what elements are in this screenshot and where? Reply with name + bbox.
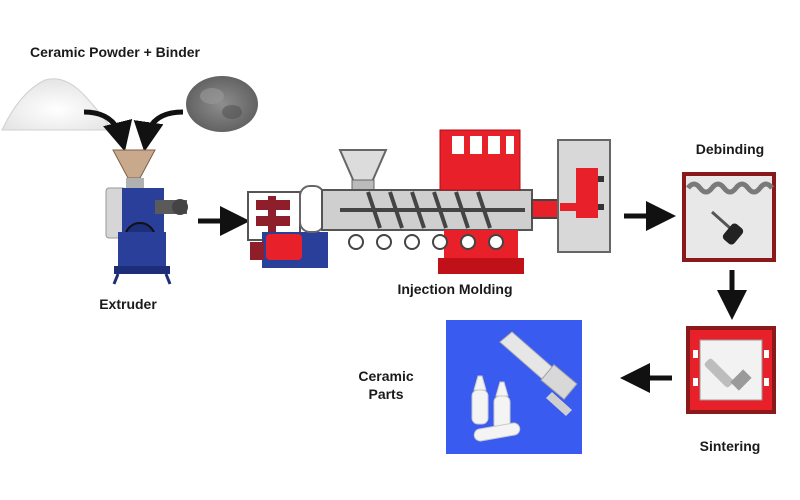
ceramic-parts-label-line1: Ceramic	[358, 368, 414, 384]
ceramic-parts-label-line2: Parts	[368, 386, 404, 402]
ceramic-parts-image	[446, 320, 582, 454]
grey-powder-image	[186, 76, 258, 132]
injection-molding-label: Injection Molding	[397, 281, 513, 297]
curved-arrow-icon	[133, 109, 184, 152]
extruder-label: Extruder	[99, 296, 157, 312]
curved-arrow-icon	[83, 109, 133, 152]
input-materials-label: Ceramic Powder + Binder	[30, 44, 201, 60]
white-powder-image	[1, 78, 113, 131]
extruder-machine	[105, 149, 188, 285]
injection-molding-machine	[247, 129, 611, 274]
debinding-furnace	[682, 172, 776, 262]
sintering-furnace	[686, 326, 776, 414]
ceramic-parts-label: Ceramic Parts	[344, 367, 428, 403]
debinding-label: Debinding	[695, 141, 765, 157]
sintering-label: Sintering	[699, 438, 761, 454]
